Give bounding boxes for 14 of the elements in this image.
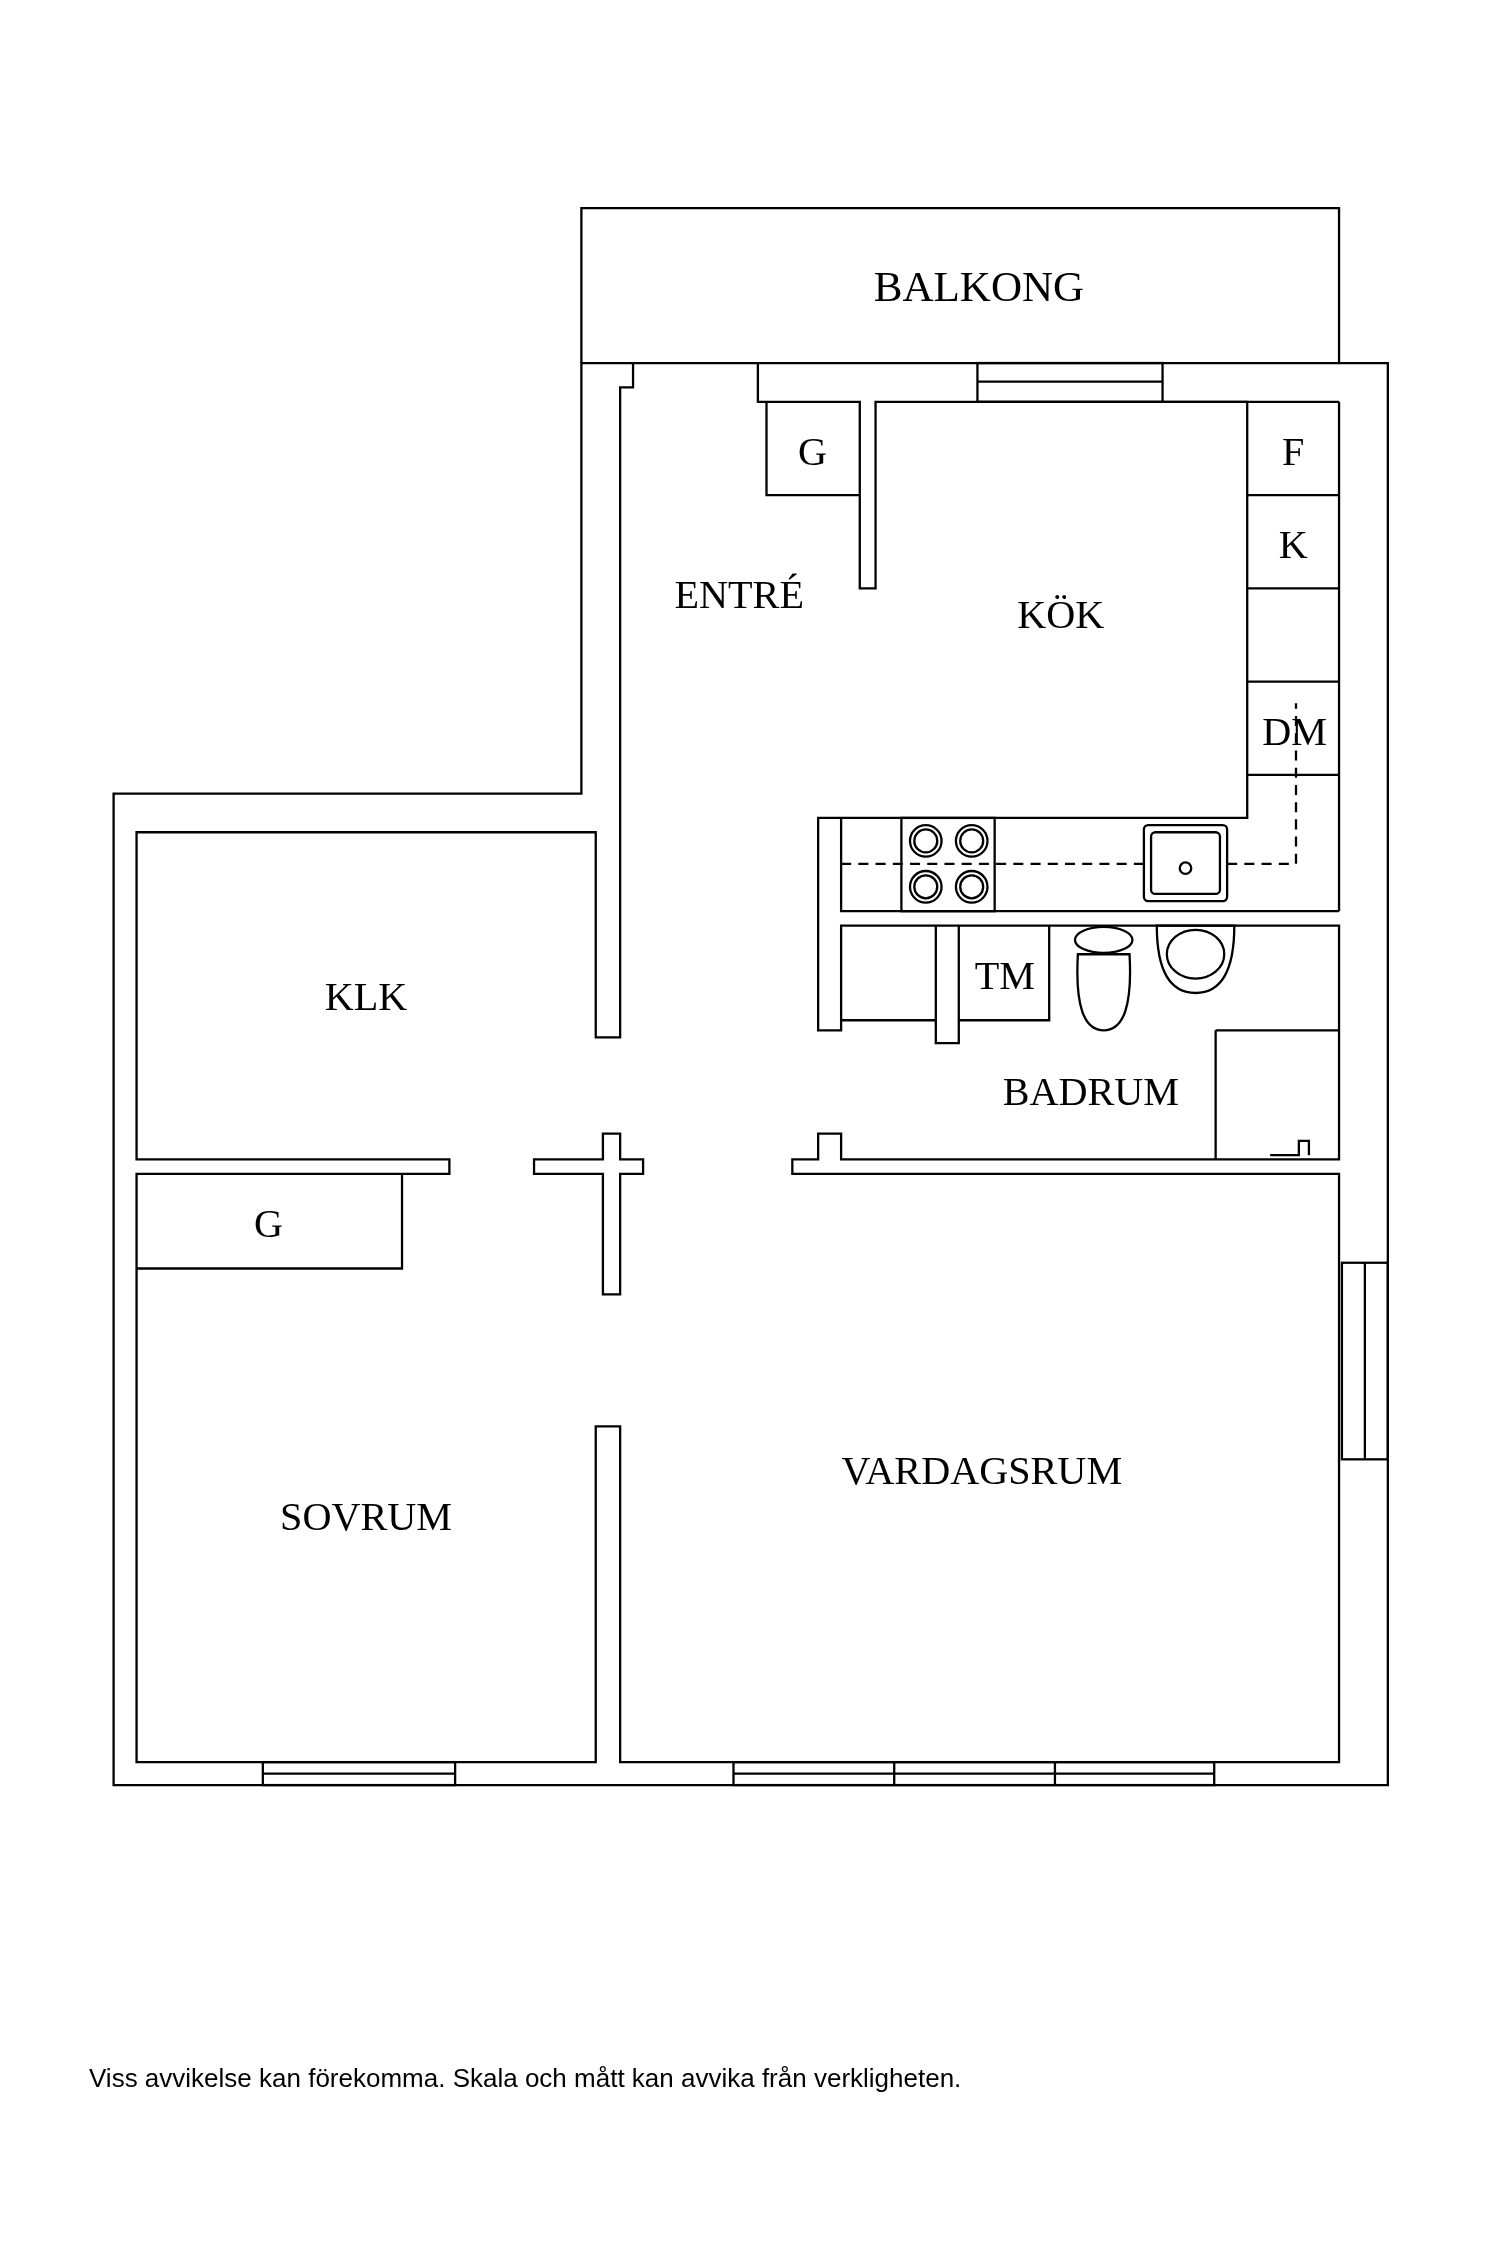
disclaimer-note: Viss avvikelse kan förekomma. Skala och mått kan avvika från verkligheten. bbox=[89, 2062, 962, 2094]
room-label: BADRUM bbox=[1002, 1067, 1180, 1115]
room-label: VARDAGSRUM bbox=[841, 1446, 1123, 1494]
fixture-label: DM bbox=[1262, 707, 1328, 755]
room-label: KÖK bbox=[1017, 590, 1105, 638]
fixture-label: K bbox=[1278, 520, 1308, 568]
room-label: SOVRUM bbox=[280, 1492, 452, 1540]
fixture-label: TM bbox=[974, 951, 1035, 999]
fixture-label: G bbox=[253, 1199, 283, 1247]
room-label: ENTRÉ bbox=[674, 570, 804, 618]
fixture-label: G bbox=[797, 427, 827, 475]
fixture-label: F bbox=[1282, 427, 1305, 475]
room-label: BALKONG bbox=[873, 261, 1085, 311]
room-label: KLK bbox=[324, 972, 408, 1020]
